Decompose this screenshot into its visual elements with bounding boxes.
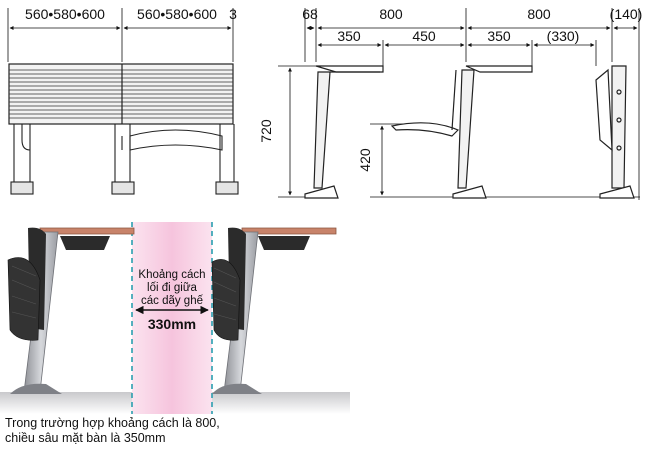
aisle-note-line-2: lối đi giữa xyxy=(147,282,197,294)
side-dim-800-a: 800 xyxy=(379,6,403,22)
side-dim-450: 450 xyxy=(412,28,436,44)
desk-unit-right xyxy=(211,227,337,394)
front-desk-panel xyxy=(8,63,234,125)
front-width-label-left: 560•580•600 xyxy=(25,6,105,22)
side-desk-1 xyxy=(304,65,384,199)
side-dim-68: 68 xyxy=(302,6,318,22)
caption-line-1: Trong trường hợp khoảng cách là 800, xyxy=(5,416,220,430)
front-gap-label: 3 xyxy=(229,6,237,22)
side-height-720: 720 xyxy=(258,119,274,143)
side-dim-800-b: 800 xyxy=(527,6,551,22)
desk-unit-left xyxy=(7,227,135,394)
caption-line-2: chiều sâu mặt bàn là 350mm xyxy=(5,431,166,445)
side-dim-330: (330) xyxy=(547,28,580,44)
aisle-note-line-1: Khoảng cách xyxy=(138,269,205,281)
caption: Trong trường hợp khoảng cách là 800, chi… xyxy=(5,416,305,446)
front-width-dimensions xyxy=(7,8,234,62)
side-dim-350-a: 350 xyxy=(337,28,361,44)
side-dim-350-b: 350 xyxy=(487,28,511,44)
aisle-width-value: 330mm xyxy=(148,316,196,332)
front-width-label-right: 560•580•600 xyxy=(137,6,217,22)
aisle-zone xyxy=(132,222,212,414)
side-dim-140: (140) xyxy=(610,6,643,22)
side-desk-2 xyxy=(390,65,533,199)
aisle-illustration: Khoảng cách lối đi giữa các dãy ghế 330m… xyxy=(0,222,350,414)
side-desk-3 xyxy=(595,65,635,199)
side-view: 68 800 800 (140) 350 450 350 (330) 720 4… xyxy=(258,6,642,200)
side-dimension-lines xyxy=(278,8,640,200)
front-chairs xyxy=(10,124,239,195)
side-height-420: 420 xyxy=(357,148,373,172)
front-view: 560•580•600 560•580•600 3 xyxy=(7,6,239,195)
aisle-note-line-3: các dãy ghế xyxy=(141,295,204,307)
